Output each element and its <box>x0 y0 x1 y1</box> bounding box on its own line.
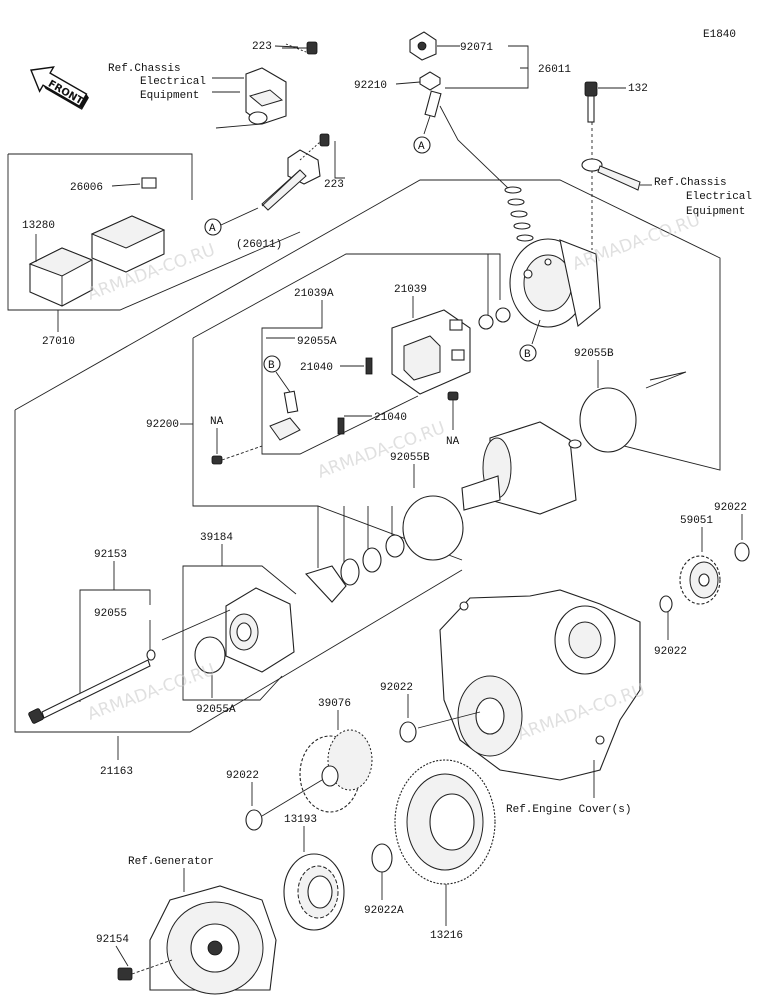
starter-clutch-gear-13216-part <box>394 759 496 885</box>
long-bolt-21163-part <box>28 659 151 724</box>
washer-92022-right-top <box>734 542 750 562</box>
label-92022-left: 92022 <box>226 770 259 782</box>
starter-frame <box>192 253 501 561</box>
label-92071: 92071 <box>460 42 493 54</box>
front-cover-39184-part <box>225 587 295 673</box>
ref-generator: Ref.Generator <box>128 856 214 868</box>
label-13280: 13280 <box>22 220 55 232</box>
label-223-top: 223 <box>252 41 272 53</box>
label-92154: 92154 <box>96 934 129 946</box>
engine-cover-part <box>439 589 641 781</box>
label-21039: 21039 <box>394 284 427 296</box>
ref-chassis-right-line3: Equipment <box>686 206 745 218</box>
label-92210: 92210 <box>354 80 387 92</box>
terminal-bolt-part <box>269 390 301 441</box>
nut-92210-part <box>419 71 441 91</box>
label-13216: 13216 <box>430 930 463 942</box>
label-na-right: NA <box>446 436 460 448</box>
label-92022A: 92022A <box>364 905 404 917</box>
callout-a-left: A <box>209 223 216 235</box>
terminal-part <box>424 90 442 118</box>
washer-92022A <box>371 843 393 873</box>
screw-na-left <box>211 445 263 465</box>
relay-bracket-part <box>215 67 287 129</box>
idle-gear-39076-part <box>299 729 373 813</box>
label-92200: 92200 <box>146 419 179 431</box>
label-21163: 21163 <box>100 766 133 778</box>
label-39184: 39184 <box>200 532 233 544</box>
label-39076: 39076 <box>318 698 351 710</box>
main-frame-top <box>14 179 721 471</box>
callout-b-left: B <box>268 360 275 372</box>
relay-group-frame <box>7 153 301 311</box>
o-ring-92055A <box>146 649 156 661</box>
o-ring-92055B-right <box>579 387 637 453</box>
label-13193: 13193 <box>284 814 317 826</box>
label-92055B-center: 92055B <box>390 452 430 464</box>
bolt-132-part <box>584 81 598 123</box>
label-26006: 26006 <box>70 182 103 194</box>
relay-26006-part <box>90 177 166 273</box>
brush-21040-b <box>337 417 345 435</box>
washer-stack-part <box>305 506 405 603</box>
main-frame-left <box>14 410 463 733</box>
spring-stack-part <box>504 186 534 242</box>
cap-92071-part <box>409 31 437 61</box>
label-na-left: NA <box>210 416 224 428</box>
label-92022-right: 92022 <box>654 646 687 658</box>
screw-na-right <box>447 391 459 401</box>
label-27010: 27010 <box>42 336 75 348</box>
front-arrow-icon: FRONT <box>30 66 89 110</box>
diagram-code: E1840 <box>703 29 736 41</box>
bolt-223-top <box>282 41 318 55</box>
one-way-clutch-13193-part <box>283 853 345 931</box>
ref-chassis-line1: Ref.Chassis <box>108 63 181 75</box>
label-59051: 59051 <box>680 515 713 527</box>
label-26011-paren: (26011) <box>236 239 282 251</box>
ref-chassis-electrical-top: Ref.Chassis Electrical Equipment <box>108 63 206 102</box>
label-92022-center: 92022 <box>380 682 413 694</box>
ref-chassis-right-line2: Electrical <box>686 191 752 203</box>
label-223-mid: 223 <box>324 179 344 191</box>
label-92055B-right: 92055B <box>574 348 614 360</box>
label-21039A: 21039A <box>294 288 334 300</box>
label-92055A-top: 92055A <box>297 336 337 348</box>
label-92022-right-top: 92022 <box>714 502 747 514</box>
label-26011: 26011 <box>538 64 571 76</box>
brush-holder-21039-part <box>391 309 471 395</box>
starter-end-cover-part <box>509 238 601 328</box>
ref-chassis-line2: Electrical <box>140 76 206 88</box>
ref-chassis-line3: Equipment <box>140 90 199 102</box>
o-ring-92055B-center <box>402 495 464 561</box>
callout-b-right: B <box>524 349 531 361</box>
washer-92022-right <box>659 595 673 613</box>
relay-13280-part <box>28 247 94 307</box>
washer-92022-center <box>399 721 417 743</box>
ref-chassis-right-line1: Ref.Chassis <box>654 177 727 189</box>
brush-21040-a <box>365 357 373 375</box>
ref-chassis-electrical-right: Ref.Chassis Electrical Equipment <box>654 177 752 218</box>
ref-engine-cover: Ref.Engine Cover(s) <box>506 804 631 816</box>
o-ring-92055 <box>194 636 226 674</box>
idle-gear-59051-part <box>679 555 721 605</box>
label-132: 132 <box>628 83 648 95</box>
label-92055A: 92055 <box>94 608 127 620</box>
relay-shaft-part <box>261 133 330 211</box>
starter-motor-yoke-part <box>461 421 582 515</box>
callout-a-right: A <box>418 141 425 153</box>
label-21040-a: 21040 <box>300 362 333 374</box>
label-92055: 92055A <box>196 704 236 716</box>
generator-rotor-part <box>149 885 277 995</box>
watermark-3: ARMADA-CO.RU <box>315 418 448 483</box>
label-92153: 92153 <box>94 549 127 561</box>
washer-92022-left <box>245 809 263 831</box>
label-21040-b: 21040 <box>374 412 407 424</box>
watermark-1: ARMADA-CO.RU <box>570 210 703 275</box>
ring-terminal-part <box>581 158 641 191</box>
bolt-92154-part <box>117 959 173 981</box>
